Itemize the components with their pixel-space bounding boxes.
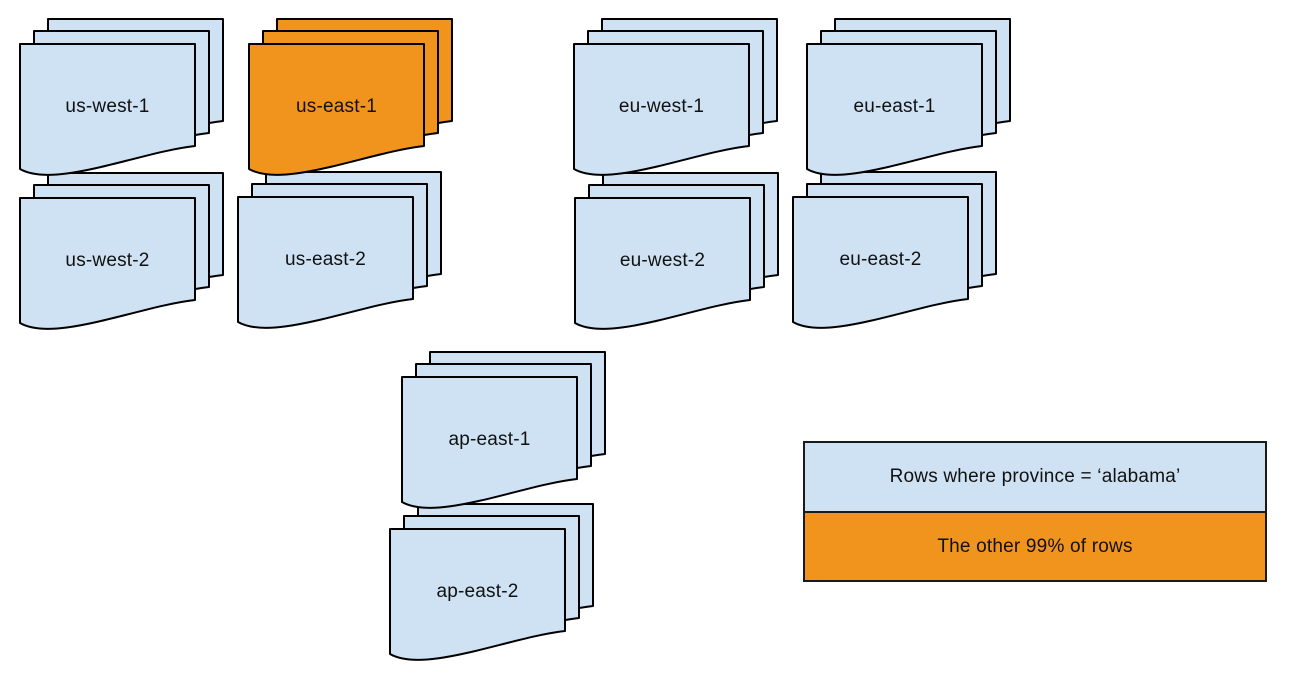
legend: Rows where province = ‘alabama’ The othe… (803, 441, 1267, 582)
legend-item-label: Rows where province = ‘alabama’ (889, 466, 1181, 487)
doc-stack-ap-east-1: ap-east-1 (401, 351, 606, 511)
doc-stack-us-east-2: us-east-2 (237, 171, 442, 331)
document-front-icon (401, 376, 578, 509)
doc-stack-eu-west-1: eu-west-1 (573, 18, 778, 178)
doc-stack-eu-east-2: eu-east-2 (792, 171, 997, 331)
document-front-icon (792, 196, 969, 329)
document-front-icon (806, 43, 983, 176)
doc-stack-eu-east-1: eu-east-1 (806, 18, 1011, 178)
doc-stack-eu-west-2: eu-west-2 (574, 172, 779, 332)
document-front-icon (237, 196, 414, 329)
document-front-icon (573, 43, 750, 176)
document-front-icon (574, 197, 751, 330)
document-front-icon (19, 43, 196, 176)
doc-stack-ap-east-2: ap-east-2 (389, 503, 594, 663)
document-front-icon (19, 197, 196, 330)
legend-item-label: The other 99% of rows (937, 535, 1133, 557)
doc-stack-us-west-1: us-west-1 (19, 18, 224, 178)
document-front-icon (248, 43, 425, 176)
legend-item-1: The other 99% of rows (803, 511, 1267, 582)
doc-stack-us-east-1: us-east-1 (248, 18, 453, 178)
doc-stack-us-west-2: us-west-2 (19, 172, 224, 332)
document-front-icon (389, 528, 566, 661)
legend-item-0: Rows where province = ‘alabama’ (803, 441, 1267, 513)
